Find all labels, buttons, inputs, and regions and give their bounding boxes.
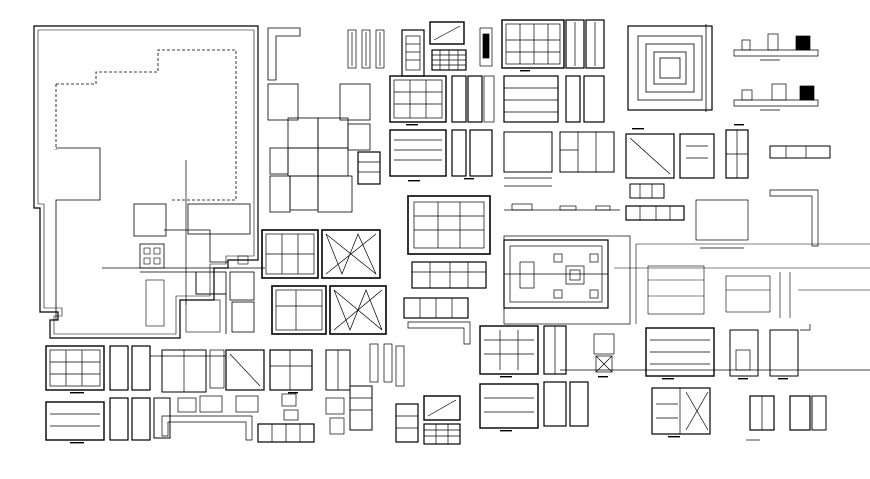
setback-dashed-line	[56, 49, 237, 201]
kitchen-and-ceiling-plans	[403, 195, 631, 345]
bottom-center-elevations	[395, 325, 870, 445]
section-details-top-right	[733, 33, 819, 111]
ceiling-plan-concentric	[627, 24, 713, 112]
wardrobe-elevations	[357, 19, 605, 185]
bottom-right-elevations	[645, 324, 827, 441]
section-cut-lines	[614, 243, 870, 324]
top-small-elevations	[347, 21, 493, 77]
middle-elevations	[503, 129, 831, 249]
bottom-left-elevations	[45, 343, 405, 443]
door-elevations	[261, 229, 387, 335]
title-tags	[70, 70, 788, 444]
site-plan	[33, 25, 265, 339]
stepped-block-plan	[267, 27, 371, 213]
